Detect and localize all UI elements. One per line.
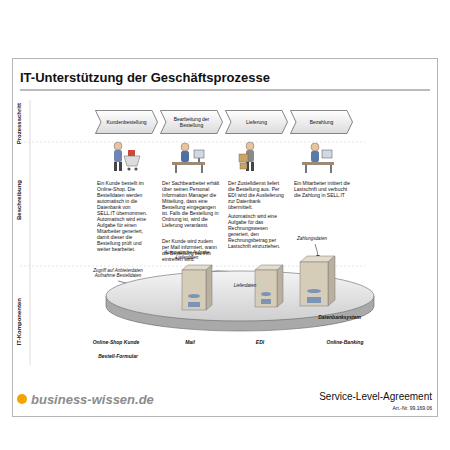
component-label: Mail bbox=[170, 339, 210, 345]
database-disk: Datenbanksystem bbox=[105, 270, 375, 332]
clerk-icon bbox=[172, 143, 205, 173]
node-outline bbox=[105, 270, 375, 332]
component-label: Bestell-Formular bbox=[92, 353, 144, 359]
process-chevron: Kundenbestellung bbox=[95, 110, 158, 134]
process-chevron: Lieferung bbox=[225, 110, 288, 134]
accountant-icon bbox=[302, 143, 334, 173]
step-label: Kundenbestellung bbox=[95, 110, 158, 134]
frame bbox=[13, 59, 438, 417]
component-label: EDI bbox=[245, 339, 275, 345]
row-divider bbox=[30, 100, 31, 365]
data-arrow bbox=[315, 244, 318, 258]
data-flow-label: Automatische Aufgabe Lieferdaten bbox=[162, 250, 212, 260]
description-text: Automatisch wird eine Aufgabe für das Re… bbox=[228, 213, 286, 249]
process-chevron: Bezahlung bbox=[290, 110, 353, 134]
row-divider bbox=[20, 142, 365, 143]
article-number: Art.-Nr. 99.169.06 bbox=[332, 405, 432, 411]
description-text: Der Sachbearbeiter erhält über seinen Pe… bbox=[162, 180, 220, 228]
row-label: Prozessschritt bbox=[16, 103, 23, 144]
data-flow-label: Lieferdaten bbox=[230, 283, 260, 288]
step-label: Lieferung bbox=[225, 110, 288, 134]
customer-icon bbox=[114, 142, 140, 171]
data-flow-label: Zugriff auf Anbieterdaten Aufnahme Beste… bbox=[92, 268, 144, 278]
description-text: Ein Kunde bestellt im Online-Shop. Die B… bbox=[97, 180, 149, 252]
process-chevron: Bearbeitung der Bestellung bbox=[160, 110, 223, 134]
data-flow-label: Zahlungsdaten bbox=[292, 236, 332, 241]
diagram-title: IT-Unterstützung der Geschäftsprozesse bbox=[20, 70, 270, 85]
row-divider bbox=[20, 266, 365, 267]
description-text: Ein Mitarbeiter initiiert die Lastschrif… bbox=[294, 180, 354, 198]
component-label: Online-Banking bbox=[320, 339, 370, 345]
step-label: Bezahlung bbox=[290, 110, 353, 134]
logo-dot bbox=[17, 394, 27, 404]
description-text: Der Zustelldienst liefert die Bestellung… bbox=[228, 180, 286, 210]
delivery-icon bbox=[239, 142, 254, 171]
title-rule bbox=[20, 90, 430, 91]
step-label: Bearbeitung der Bestellung bbox=[160, 110, 223, 134]
row-label: Beschreibung bbox=[16, 180, 23, 220]
product-title: Service-Level-Agreement bbox=[252, 391, 432, 403]
database-label: Datenbanksystem bbox=[318, 314, 361, 320]
component-label: Online-Shop Kunde bbox=[88, 339, 144, 345]
row-label: IT-Komponenten bbox=[16, 298, 23, 345]
brand-logo: business-wissen.de bbox=[31, 392, 154, 407]
